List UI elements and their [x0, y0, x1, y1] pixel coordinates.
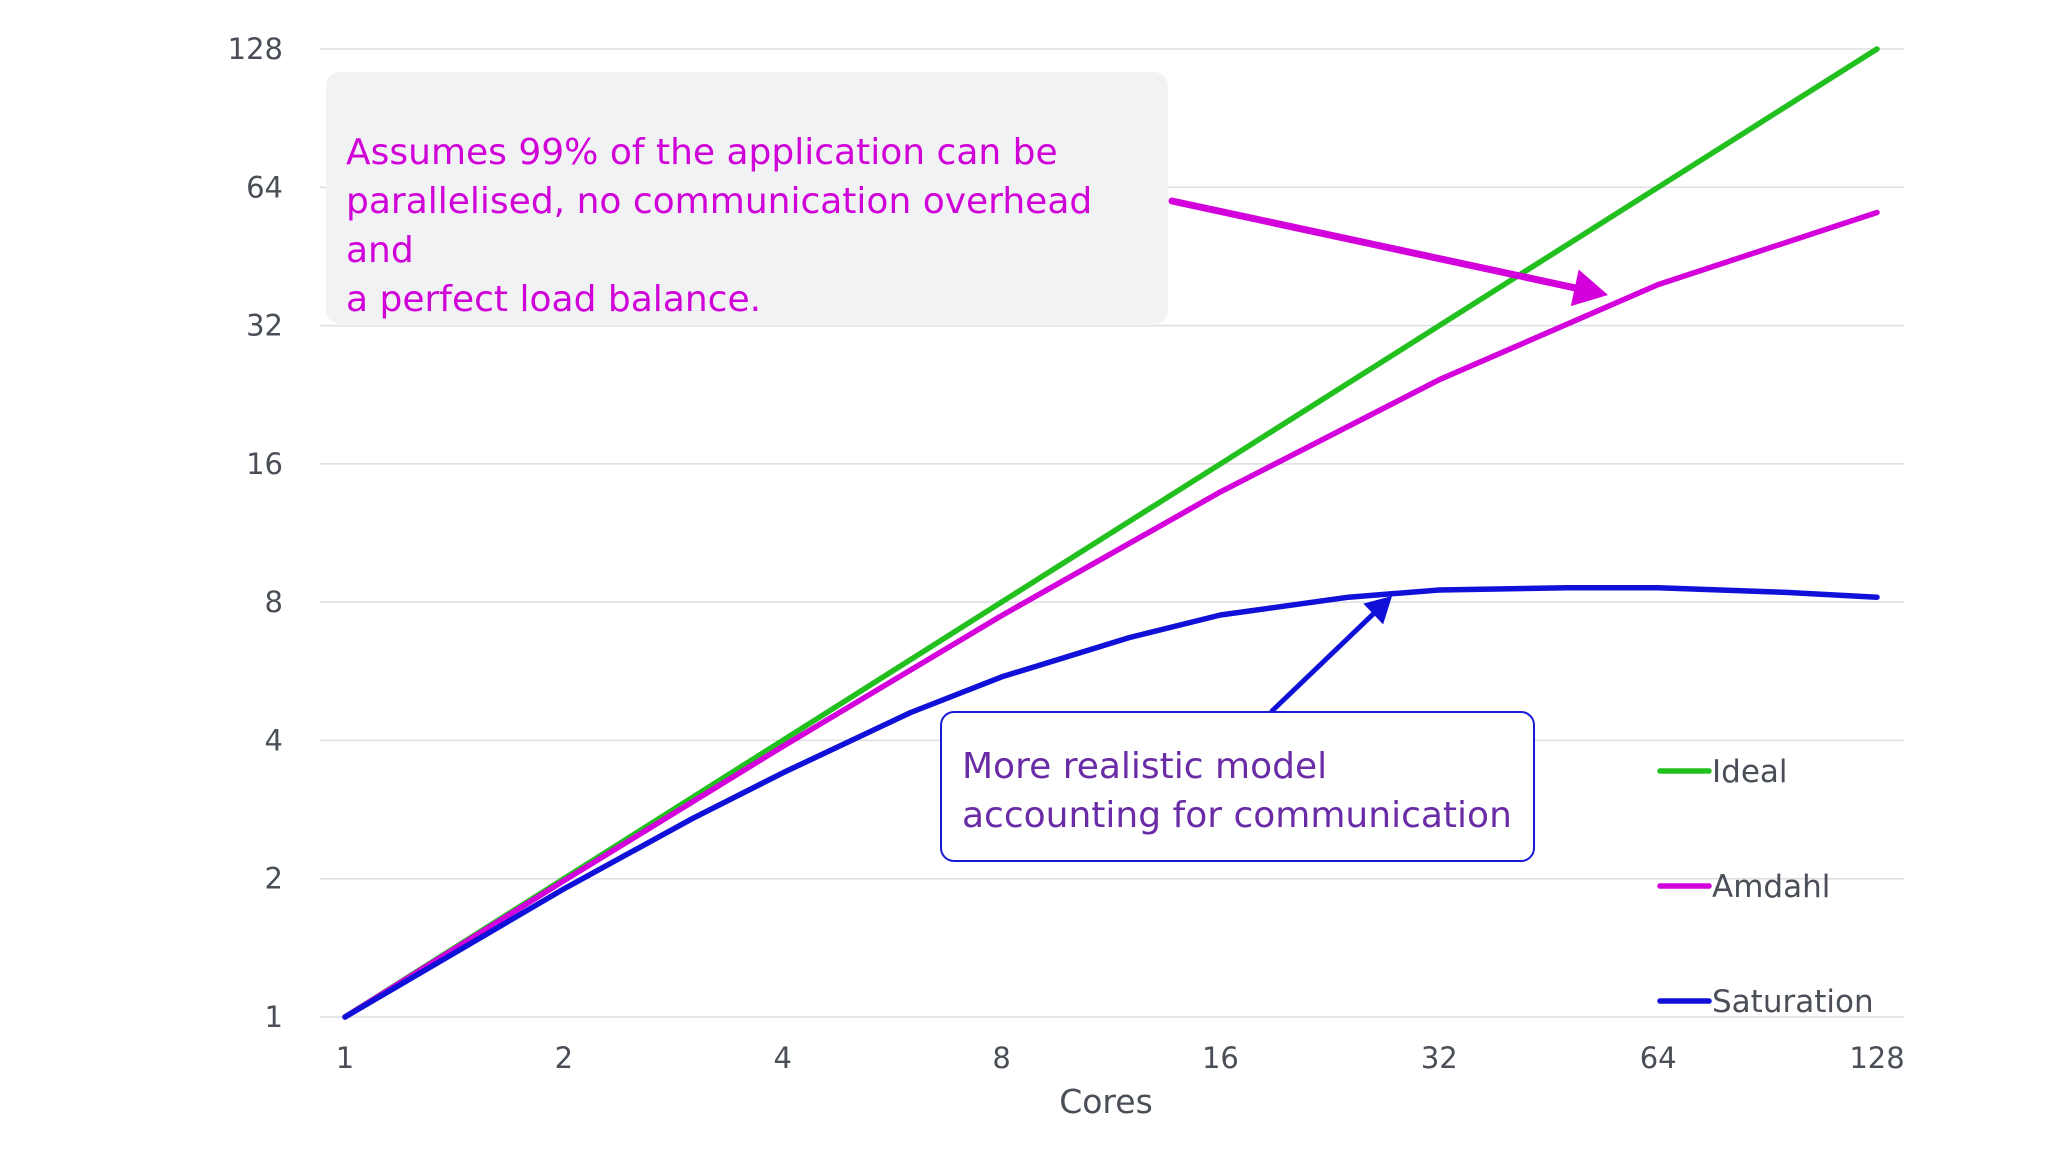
- saturation-series-line: [342, 584, 1880, 1020]
- x-tick-label: 128: [1849, 1041, 1904, 1075]
- saturation-callout-line-2: accounting for communication: [962, 795, 1512, 836]
- ideal-legend-label: Ideal: [1712, 754, 1788, 790]
- amdahl-arrow-head: [1570, 269, 1608, 307]
- x-axis-ticks: 1 2 4 8 16 32 64 128: [336, 1041, 1905, 1075]
- x-axis-title: Cores: [1059, 1082, 1153, 1121]
- x-tick-label: 32: [1421, 1041, 1458, 1075]
- amdahl-callout: Assumes 99% of the application can be pa…: [326, 72, 1168, 324]
- y-axis-ticks: 1 2 4 8 16 32 64 128: [228, 32, 283, 1034]
- series-lines: [342, 46, 1880, 1020]
- y-tick-label: 32: [246, 309, 283, 343]
- y-tick-label: 64: [246, 170, 283, 204]
- y-tick-label: 2: [265, 862, 283, 896]
- amdahl-legend-label: Amdahl: [1712, 869, 1830, 905]
- saturation-callout-line-1: More realistic model: [962, 746, 1328, 787]
- saturation-arrow-head: [1363, 596, 1392, 625]
- amdahl-callout-line-3: a perfect load balance.: [346, 279, 762, 320]
- x-tick-label: 16: [1202, 1041, 1239, 1075]
- amdahl-callout-line-1: Assumes 99% of the application can be: [346, 132, 1058, 173]
- y-tick-label: 8: [265, 585, 283, 619]
- amdahl-series-line: [342, 209, 1880, 1020]
- callout-arrows: [1168, 197, 1608, 714]
- saturation-callout: More realistic model accounting for comm…: [940, 711, 1535, 862]
- saturation-legend-label: Saturation: [1712, 984, 1874, 1020]
- x-tick-label: 8: [992, 1041, 1010, 1075]
- y-tick-label: 16: [246, 447, 283, 481]
- x-tick-label: 64: [1640, 1041, 1677, 1075]
- y-tick-label: 4: [265, 723, 283, 757]
- y-tick-label: 128: [228, 32, 283, 66]
- x-tick-label: 4: [773, 1041, 791, 1075]
- saturation-arrow-shaft: [1269, 607, 1380, 714]
- amdahl-arrow-shaft: [1168, 197, 1585, 293]
- x-tick-label: 2: [555, 1041, 573, 1075]
- amdahl-callout-line-2: parallelised, no communication overhead …: [346, 181, 1093, 271]
- y-tick-label: 1: [265, 1000, 283, 1034]
- x-tick-label: 1: [336, 1041, 354, 1075]
